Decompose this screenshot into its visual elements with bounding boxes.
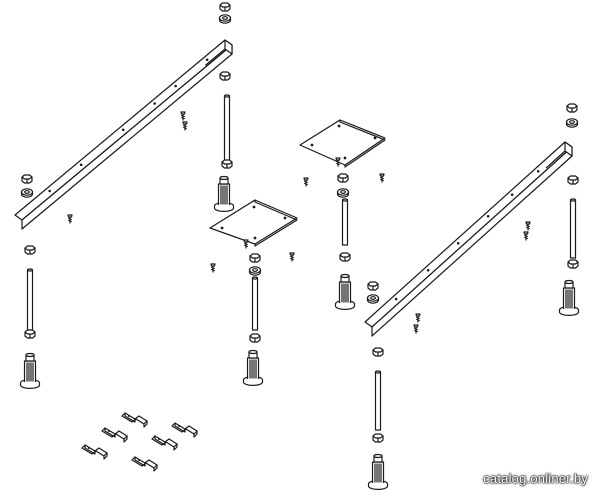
washer [338, 189, 349, 197]
nut [220, 72, 230, 80]
screw [290, 253, 294, 261]
nut [25, 246, 35, 254]
support-rail [15, 40, 232, 229]
washer [220, 15, 231, 23]
nut [373, 348, 383, 356]
adjustable-foot [560, 281, 579, 316]
screw [181, 112, 185, 120]
mounting-bracket [82, 445, 107, 459]
mounting-plate [300, 120, 385, 167]
screw [68, 215, 72, 223]
mounting-plate [210, 200, 297, 246]
nut [568, 260, 578, 268]
mounting-bracket [132, 457, 157, 471]
nut [250, 334, 260, 342]
adjustable-foot [215, 177, 234, 212]
adjustable-foot [336, 275, 355, 310]
adjustable-foot [21, 354, 40, 389]
mounting-bracket [102, 428, 127, 442]
nut [338, 174, 348, 182]
screw [524, 232, 528, 240]
threaded-rod [376, 371, 381, 430]
threaded-rod [253, 277, 258, 330]
washer [368, 295, 379, 303]
nut [373, 434, 383, 442]
nut [220, 3, 230, 11]
screw [414, 325, 418, 333]
nut [568, 176, 578, 184]
nut [250, 254, 260, 262]
threaded-rod [225, 95, 230, 163]
screw [380, 174, 384, 182]
nut [340, 253, 350, 261]
nut [368, 282, 378, 290]
threaded-rod [28, 269, 33, 330]
washer [250, 267, 261, 275]
screw [336, 158, 340, 166]
washer [22, 189, 33, 197]
screw [416, 314, 420, 322]
support-rail [365, 142, 572, 336]
mounting-bracket [122, 413, 147, 427]
screw [304, 178, 308, 186]
threaded-rod [343, 199, 348, 245]
adjustable-foot [244, 351, 263, 386]
screw [244, 240, 248, 248]
washer [567, 119, 578, 127]
watermark-text: catalog.onliner.by [483, 471, 588, 486]
threaded-rod [571, 199, 576, 258]
nut [25, 330, 35, 338]
mounting-bracket [152, 436, 177, 450]
nut [222, 160, 232, 168]
adjustable-foot [369, 455, 388, 490]
nut [22, 175, 32, 183]
screw [526, 222, 530, 230]
nut [567, 104, 577, 112]
screw [183, 122, 187, 130]
screw [211, 264, 215, 272]
mounting-bracket [172, 423, 197, 437]
